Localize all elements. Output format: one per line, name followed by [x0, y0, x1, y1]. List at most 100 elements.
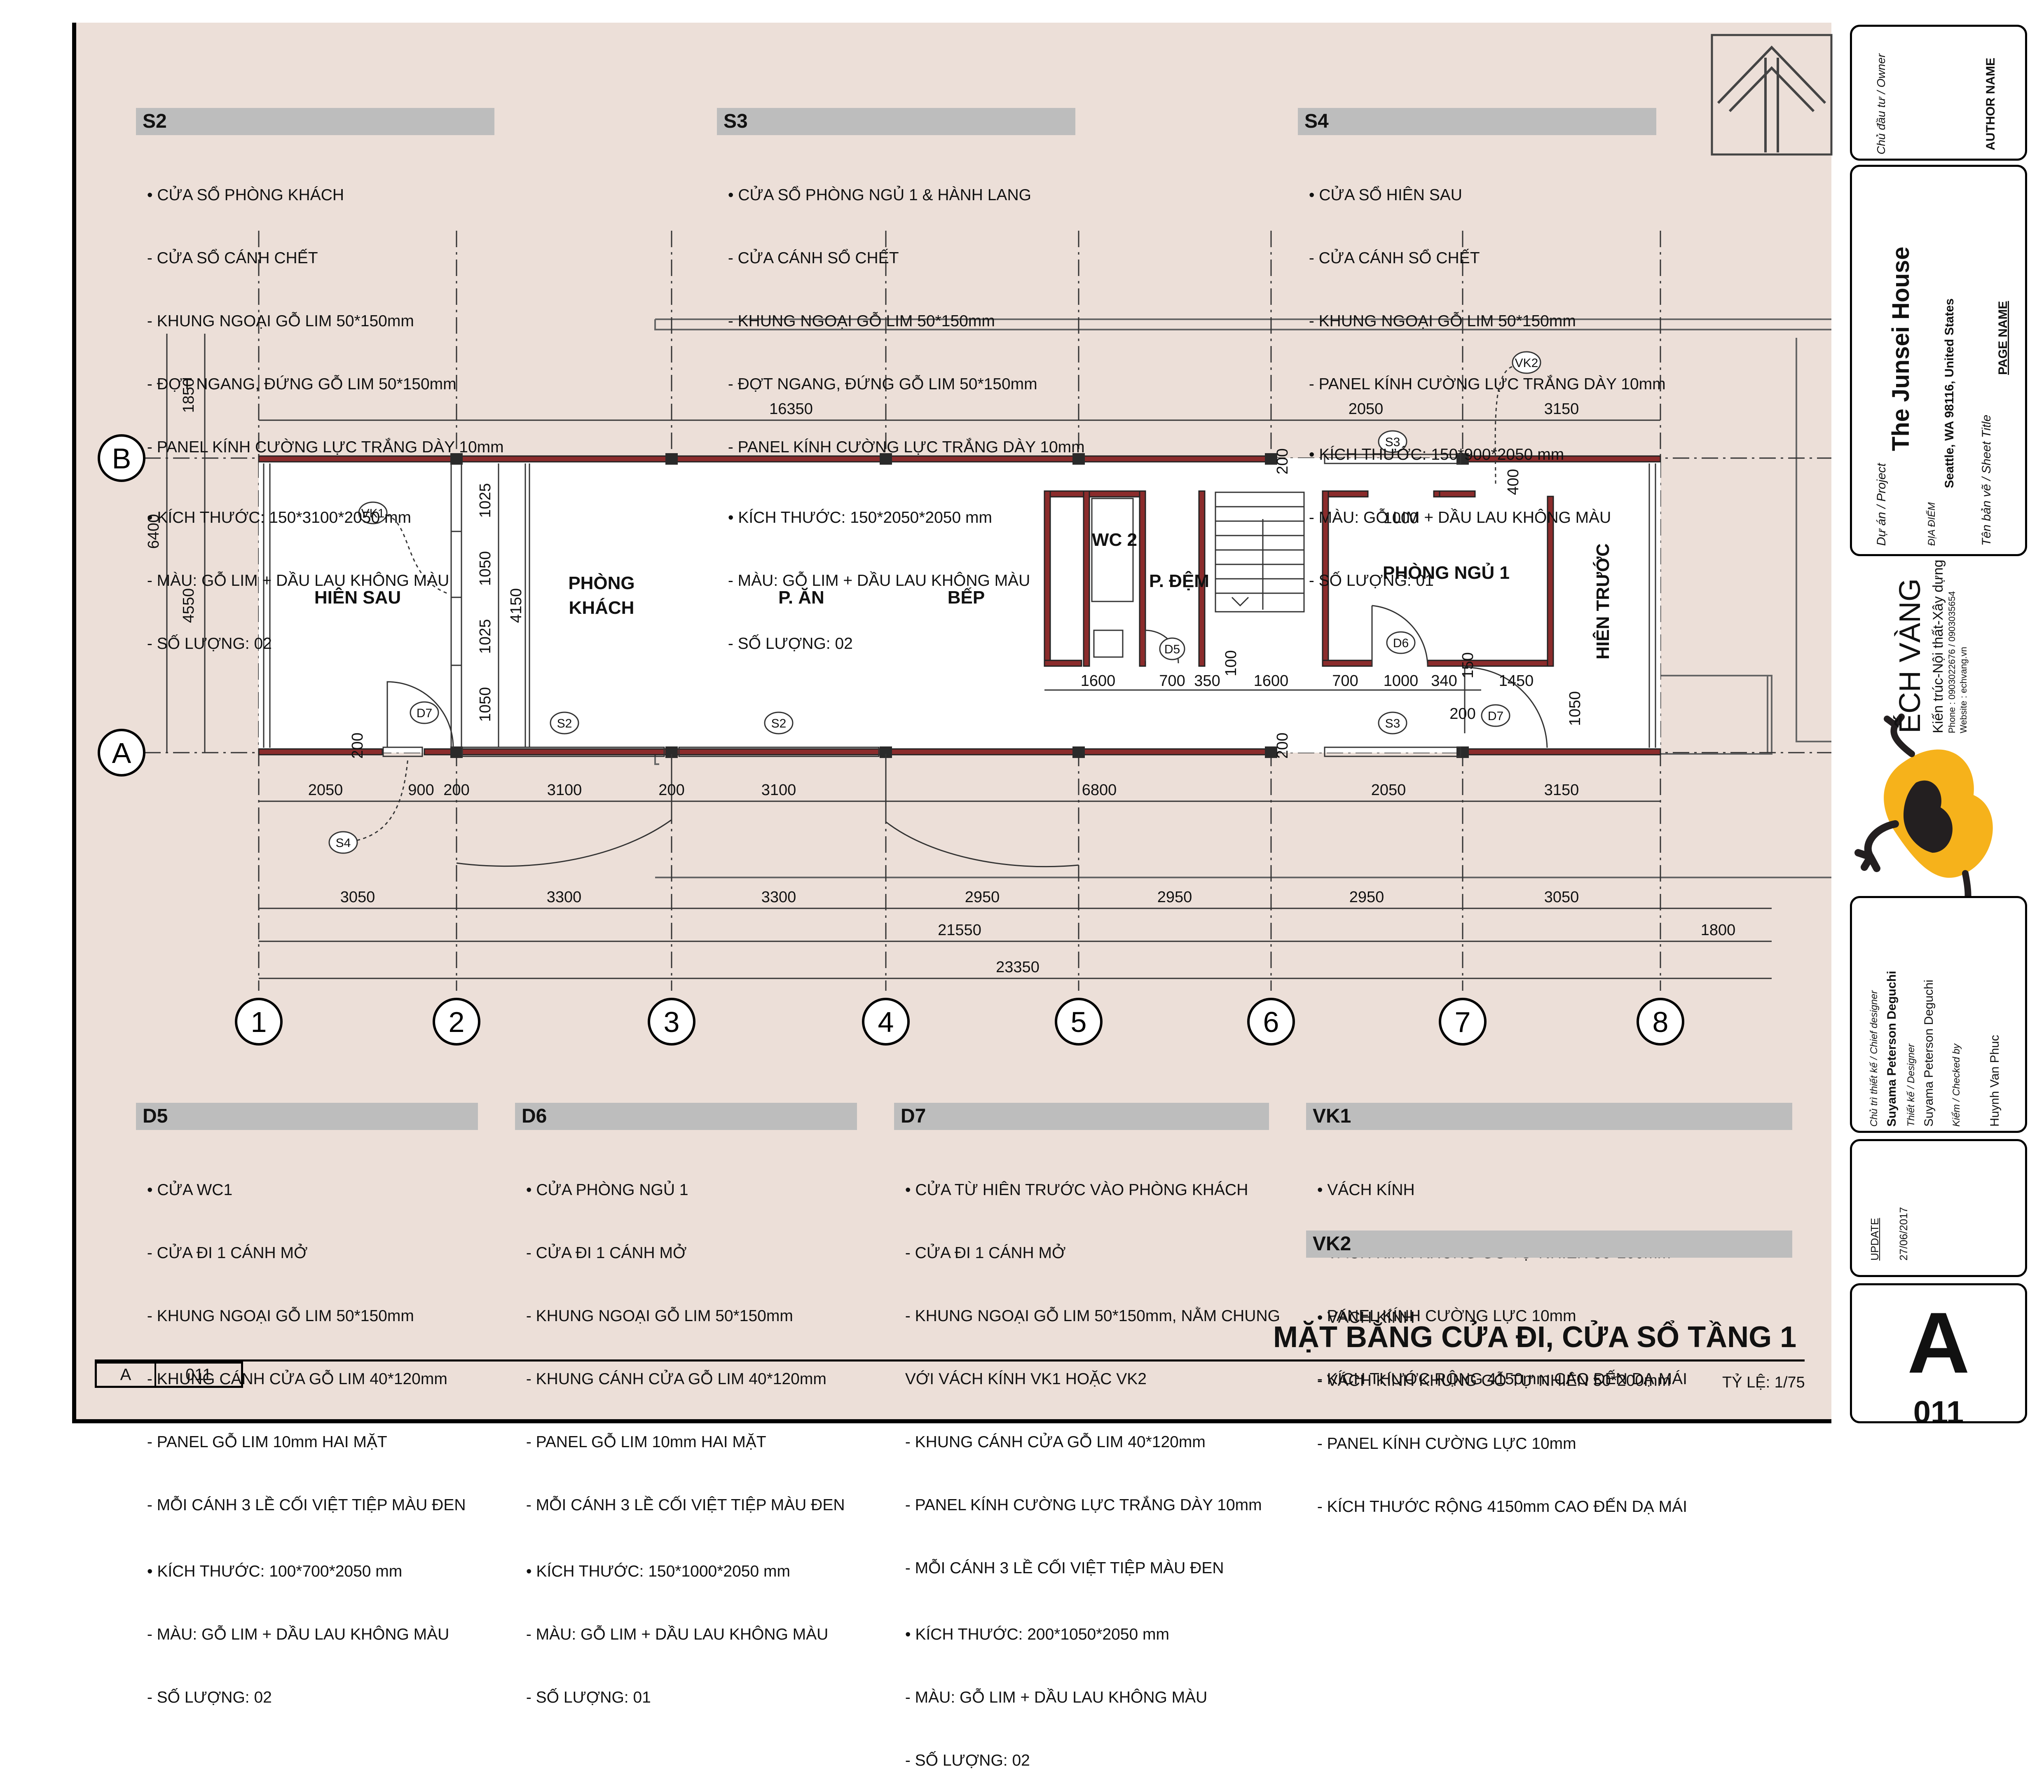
spec-vk1: VK1 • VÁCH KÍNH - VÁCH KÍNH KHUNG GỖ TỰ … [1306, 1061, 1792, 1411]
spec-line: - KHUNG CÁNH CỬA GỖ LIM 40*120mm [901, 1433, 1206, 1451]
dim-340: 340 [1431, 672, 1457, 690]
dim-1450: 1450 [1499, 672, 1534, 690]
dim-1600-b: 1600 [1254, 672, 1289, 690]
spec-line: - PANEL KÍNH CƯỜNG LỰC 10mm [1313, 1435, 1576, 1453]
dim-1050-a: 1050 [477, 551, 494, 586]
spec-line: - MỖI CÁNH 3 LỀ CỐI VIỆT TIỆP MÀU ĐEN [522, 1496, 845, 1514]
dim-2050-top: 2050 [1349, 400, 1384, 418]
dim-3150-bot: 3150 [1544, 781, 1579, 799]
dim-2950-b: 2950 [1157, 889, 1192, 906]
spec-line: • CỬA TỪ HIÊN TRƯỚC VÀO PHÒNG KHÁCH [901, 1181, 1248, 1199]
titleblock-designers: Chủ trì thiết kế / Chief designer Suyama… [1850, 896, 2027, 1133]
grid-bubbles [98, 434, 1684, 1046]
titleblock-owner: Chủ đầu tư / Owner AUTHOR NAME [1850, 25, 2027, 161]
dim-1000-top: 1000 [1384, 510, 1419, 527]
spec-line: • KÍCH THƯỚC: 150*900*2050 mm [1304, 446, 1564, 463]
room-hien-sau: HIÊN SAU [314, 587, 401, 608]
spec-line: - MỖI CÁNH 3 LỀ CỐI VIỆT TIỆP MÀU ĐEN [901, 1559, 1224, 1577]
spec-line: • KÍCH THƯỚC: 150*2050*2050 mm [723, 509, 992, 526]
dim-1000-b: 1000 [1384, 672, 1419, 690]
spec-line: - PANEL KÍNH CƯỜNG LỰC TRẮNG DÀY 10mm [143, 438, 504, 456]
dim-1850: 1850 [180, 378, 197, 413]
dim-3100-b: 3100 [761, 781, 796, 799]
dim-6800: 6800 [1082, 781, 1117, 799]
dim-3050-a: 3050 [340, 889, 375, 906]
spec-line: • CỬA SỔ HIÊN SAU [1304, 186, 1462, 204]
grid-label-a: A [112, 737, 131, 769]
company-block: ẾCH VÀNG Kiến trúc-Nội thất-Xây dựng Pho… [1850, 559, 2027, 890]
spec-title: D5 [136, 1103, 478, 1130]
dim-2050-bot2: 2050 [1371, 781, 1406, 799]
grid-label-5: 5 [1071, 1006, 1087, 1038]
spec-line: • CỬA SỔ PHÒNG NGỦ 1 & HÀNH LANG [723, 186, 1031, 204]
spec-line: - PANEL GỖ LIM 10mm HAI MẶT [143, 1433, 387, 1451]
dim-900: 900 [408, 781, 434, 799]
dim-1800: 1800 [1701, 922, 1736, 939]
titleblock-sheet-number: A 011 [1850, 1283, 2027, 1423]
dim-200-a6: 200 [1274, 732, 1291, 758]
spec-line: - SỐ LƯỢNG: 02 [143, 635, 272, 653]
sheet-title-label: Tên bản vẽ / Sheet Title [1980, 414, 1993, 546]
dim-700-a: 700 [1159, 672, 1185, 690]
spec-line: - CỬA ĐI 1 CÁNH MỞ [143, 1244, 308, 1262]
tag-leaders [356, 366, 1513, 841]
spec-line: VỚI VÁCH KÍNH VK1 HOẶC VK2 [901, 1370, 1147, 1388]
spec-title: VK2 [1306, 1231, 1792, 1258]
spec-title: D7 [894, 1103, 1269, 1130]
spec-line: • VÁCH KÍNH [1313, 1309, 1415, 1326]
north-arrow-icon [1711, 34, 1833, 156]
spec-s3: S3 • CỬA SỔ PHÒNG NGỦ 1 & HÀNH LANG - CỬ… [717, 66, 1085, 675]
dim-400: 400 [1505, 469, 1522, 495]
spec-line: - KHUNG NGOẠI GỖ LIM 50*150mm [723, 312, 995, 330]
room-phong-ngu: PHÒNG NGỦ 1 [1383, 562, 1510, 583]
spec-line: - CỬA ĐI 1 CÁNH MỞ [901, 1244, 1066, 1262]
spec-line: - PANEL KÍNH CƯỜNG LỰC TRẮNG DÀY 10mm [901, 1496, 1262, 1514]
tag-s3-b: S3 [1385, 717, 1400, 730]
spec-line: - KHUNG NGOẠI GỖ LIM 50*150mm [143, 312, 414, 330]
wc-fixtures [1091, 498, 1134, 658]
company-web: Website : echvang.vn [1958, 647, 1969, 733]
owner-value: AUTHOR NAME [1984, 58, 1997, 150]
dim-200-b: 200 [1274, 448, 1291, 474]
grid-label-1: 1 [251, 1006, 267, 1038]
tag-bubbles [328, 351, 1541, 854]
tag-d7-b: D7 [1488, 709, 1503, 723]
spec-line: - KHUNG CÁNH CỬA GỖ LIM 40*120mm [143, 1370, 447, 1388]
dim-3100-a: 3100 [547, 781, 582, 799]
grid-label-7: 7 [1455, 1006, 1471, 1038]
spec-s2: S2 • CỬA SỔ PHÒNG KHÁCH - CỬA SỔ CÁNH CH… [136, 66, 504, 675]
dim-1050-b: 1050 [477, 687, 494, 722]
checked-label: Kiểm / Checked by [1951, 1043, 1962, 1127]
room-hien-truoc: HIÊN TRƯỚC [1592, 543, 1613, 660]
sheet-letter: A [1907, 1294, 1970, 1391]
title-rule [95, 1359, 1805, 1362]
spec-s4: S4 • CỬA SỔ HIÊN SAU - CỬA CÁNH SỔ CHẾT … [1298, 66, 1666, 612]
glass-partition-vk1 [263, 463, 530, 748]
page-name: PAGE NAME [1996, 301, 2010, 375]
drawing-title: MẶT BẰNG CỬA ĐI, CỬA SỔ TẦNG 1 [1273, 1321, 1797, 1354]
dim-3300-a: 3300 [547, 889, 582, 906]
spec-line: • VÁCH KÍNH [1313, 1181, 1415, 1199]
spec-line: • CỬA SỔ PHÒNG KHÁCH [143, 186, 344, 204]
spec-vk2: VK2 • VÁCH KÍNH - VÁCH KÍNH KHUNG GỖ TỰ … [1306, 1188, 1792, 1538]
update-label: UPDATE [1868, 1218, 1881, 1261]
walls [258, 455, 1661, 756]
spec-line: - SỐ LƯỢNG: 02 [901, 1752, 1030, 1769]
dim-1025-b: 1025 [477, 619, 494, 654]
spec-line: - MÀU: GỖ LIM + DẦU LAU KHÔNG MÀU [143, 1626, 450, 1643]
spec-line: - KHUNG NGOẠI GỖ LIM 50*150mm, NẰM CHUNG [901, 1307, 1280, 1325]
spec-line: • KÍCH THƯỚC: 200*1050*2050 mm [901, 1626, 1169, 1643]
windows [382, 454, 1461, 757]
tag-d7-a: D7 [417, 707, 432, 720]
dim-100: 100 [1222, 650, 1240, 676]
dim-16350: 16350 [769, 400, 813, 418]
dim-200-c: 200 [443, 781, 469, 799]
dim-200-a: 200 [349, 732, 366, 758]
dim-3300-b: 3300 [761, 889, 796, 906]
glass-partition-vk2 [1648, 463, 1656, 748]
dim-2950-a: 2950 [965, 889, 1000, 906]
dim-150: 150 [1459, 652, 1477, 678]
room-wc2: WC 2 [1092, 530, 1137, 550]
spec-line: - MÀU: GỖ LIM + DẦU LAU KHÔNG MÀU [901, 1689, 1208, 1706]
spec-line: - KHUNG CÁNH CỬA GỖ LIM 40*120mm [522, 1370, 826, 1388]
